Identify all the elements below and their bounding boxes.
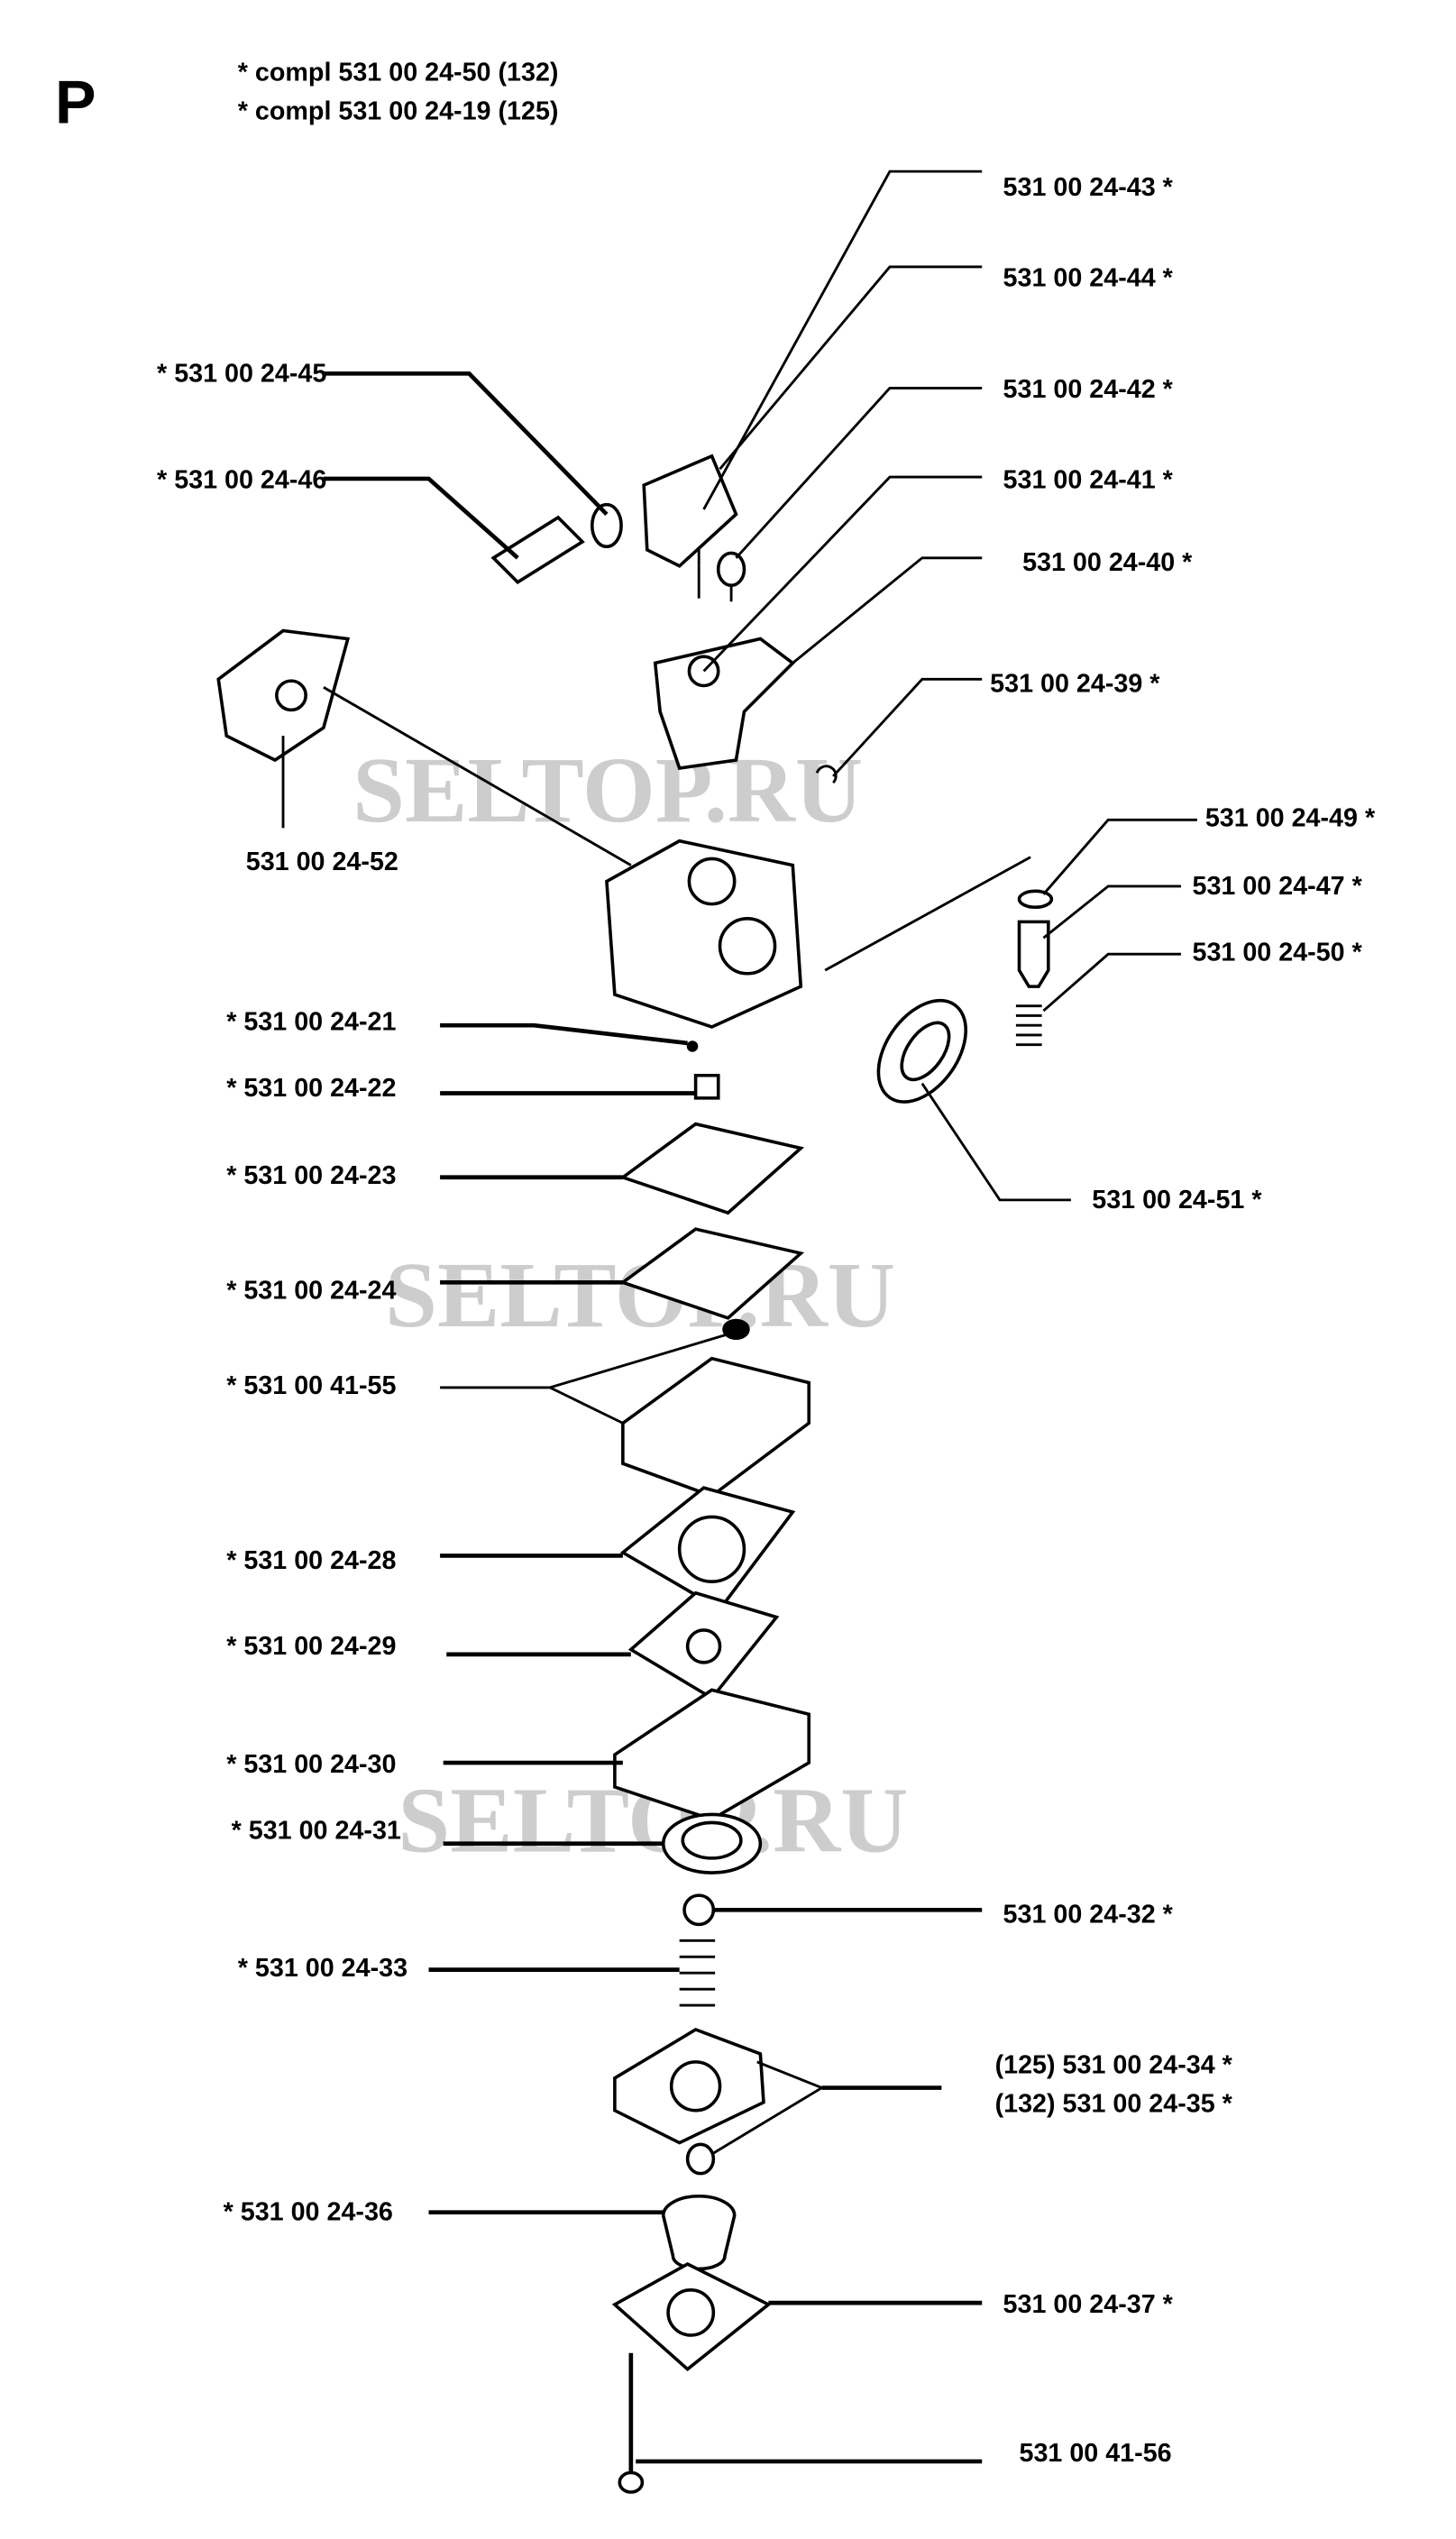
part-label-531-00-24-23: * 531 00 24-23 [226,1161,396,1190]
part-label-531-00-24-51: 531 00 24-51 * [1092,1186,1262,1215]
part-label-531-00-24-44: 531 00 24-44 * [1003,263,1174,292]
kit-line-125: * compl 531 00 24-19 (125) [238,97,559,126]
part-label-531-00-24-37: 531 00 24-37 * [1003,2290,1174,2319]
part-label-531-00-24-22: * 531 00 24-22 [226,1074,396,1103]
watermark: SELTOP.RU [353,738,863,842]
leader-lines [281,170,1197,2464]
part-label-531-00-24-43: 531 00 24-43 * [1003,173,1174,202]
part-label-531-00-24-50: 531 00 24-50 * [1193,938,1363,967]
part-label-531-00-24-21: * 531 00 24-21 [226,1008,396,1037]
part-label-531-00-24-33: * 531 00 24-33 [238,1954,407,1983]
section-letter: P [55,68,96,136]
part-label-531-00-24-32: 531 00 24-32 * [1003,1901,1174,1929]
kit-line-132: * compl 531 00 24-50 (132) [238,59,559,87]
part-label-531-00-24-34: (125) 531 00 24-34 * [995,2050,1233,2079]
watermark: SELTOP.RU [385,1242,895,1347]
part-label-531-00-41-55: * 531 00 41-55 [226,1371,396,1400]
part-label-531-00-24-41: 531 00 24-41 * [1003,466,1174,495]
part-label-531-00-24-46: * 531 00 24-46 [157,466,326,495]
part-labels: 531 00 24-43 * 531 00 24-44 * * 531 00 2… [157,173,1376,2468]
part-label-531-00-24-28: * 531 00 24-28 [226,1546,396,1575]
part-label-531-00-24-52: 531 00 24-52 [246,848,398,876]
part-label-531-00-24-42: 531 00 24-42 * [1003,375,1174,404]
part-label-531-00-24-35: (132) 531 00 24-35 * [995,2089,1233,2118]
part-label-531-00-24-30: * 531 00 24-30 [226,1750,396,1779]
part-label-531-00-24-29: * 531 00 24-29 [226,1632,396,1661]
part-label-531-00-41-56: 531 00 41-56 [1019,2439,1171,2468]
part-label-531-00-24-31: * 531 00 24-31 [232,1816,401,1845]
part-label-531-00-24-45: * 531 00 24-45 [157,359,326,388]
part-label-531-00-24-24: * 531 00 24-24 [226,1276,396,1305]
part-label-531-00-24-39: 531 00 24-39 * [990,670,1160,699]
part-label-531-00-24-49: 531 00 24-49 * [1205,804,1376,833]
part-label-531-00-24-47: 531 00 24-47 * [1193,872,1363,901]
part-label-531-00-24-40: 531 00 24-40 * [1022,548,1193,577]
parts-drawing [216,454,1054,2494]
part-label-531-00-24-36: * 531 00 24-36 [224,2198,393,2227]
